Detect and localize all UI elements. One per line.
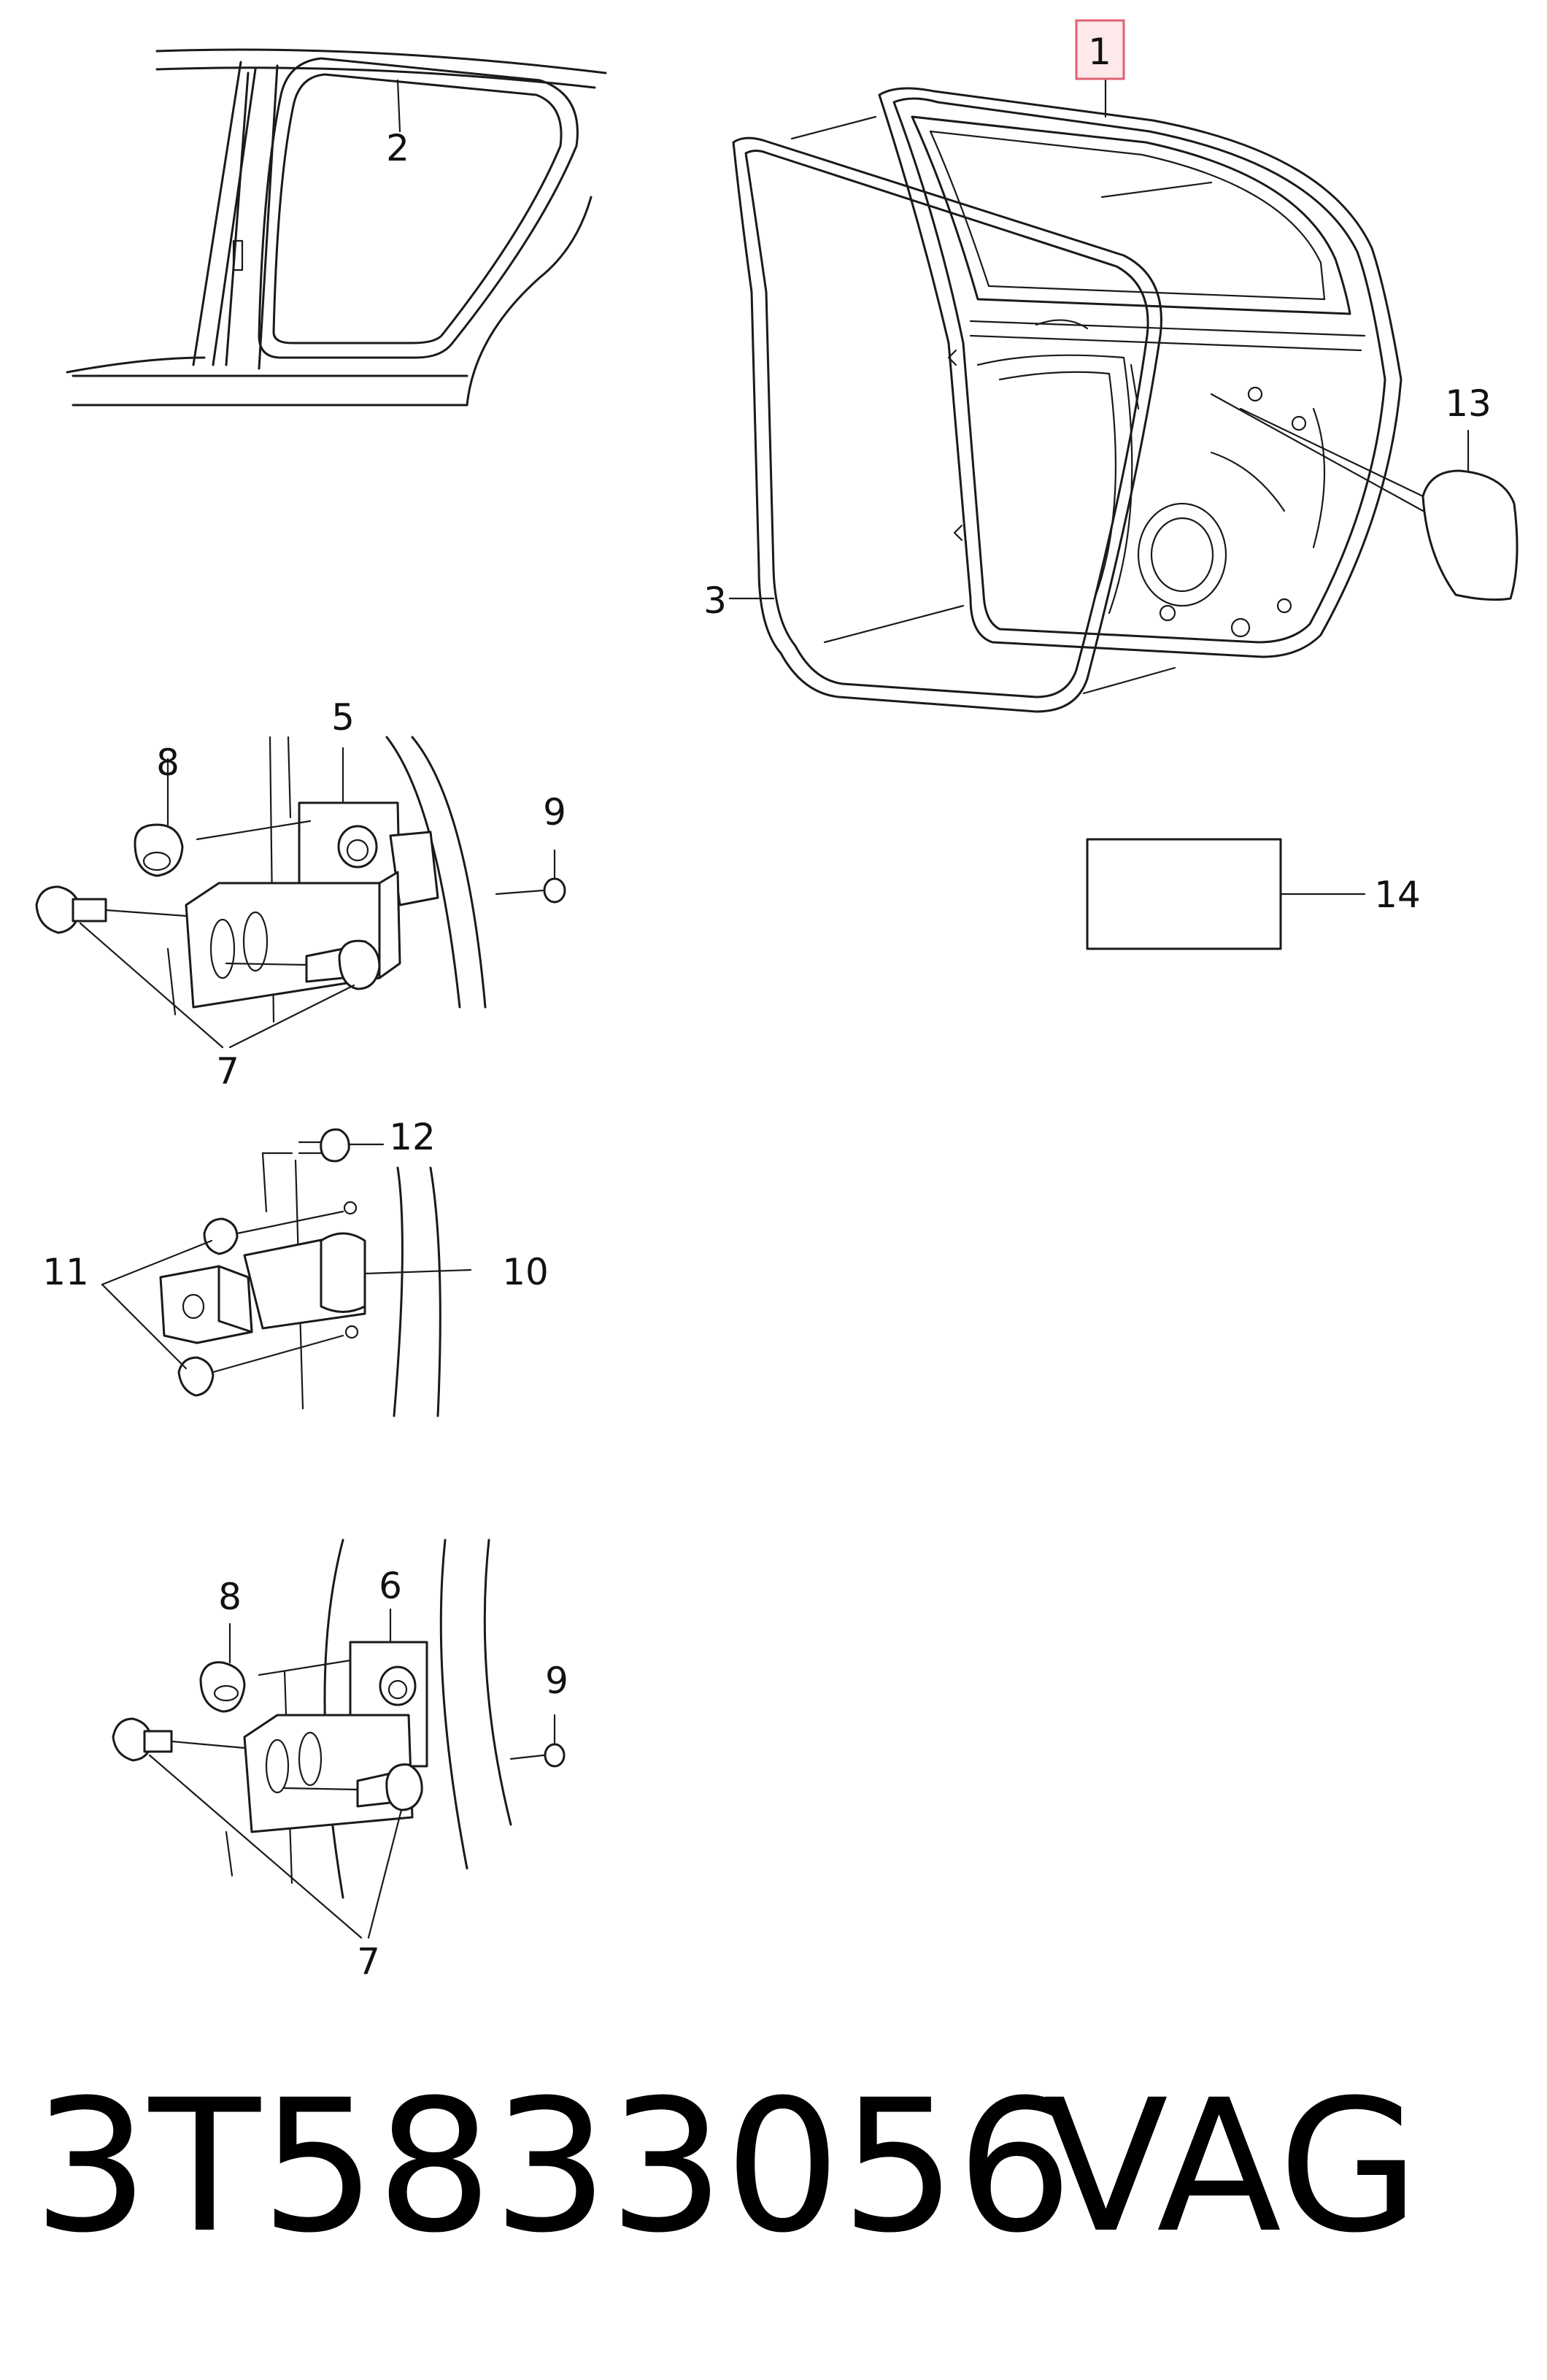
door-check-group [101, 1128, 472, 1417]
callout-6[interactable]: 6 [379, 1565, 402, 1607]
callout-9-upper[interactable]: 9 [543, 791, 566, 833]
callout-5[interactable]: 5 [331, 696, 355, 739]
callout-10[interactable]: 10 [502, 1251, 549, 1293]
lower-hinge-group [112, 1538, 566, 1939]
callout-11[interactable]: 11 [42, 1251, 89, 1293]
part-number: 3T5833056 [33, 2060, 1073, 2273]
callout-2[interactable]: 2 [386, 127, 409, 169]
callout-9-lower[interactable]: 9 [545, 1660, 568, 1702]
upper-hinge-group [35, 736, 566, 1049]
callout-1-highlight [1075, 19, 1125, 80]
callout-7-upper[interactable]: 7 [216, 1050, 239, 1093]
callout-13[interactable]: 13 [1445, 382, 1492, 425]
callout-8-upper[interactable]: 8 [156, 742, 180, 784]
callout-12[interactable]: 12 [389, 1116, 436, 1158]
callout-1[interactable]: 1 [1088, 31, 1111, 73]
callout-8-lower[interactable]: 8 [218, 1576, 242, 1618]
part-14-label-box [1086, 838, 1282, 950]
callout-7-lower[interactable]: 7 [357, 1941, 380, 1983]
door-seal-group [732, 87, 1519, 713]
callout-14[interactable]: 14 [1374, 874, 1421, 916]
body-frame-seal-group [66, 48, 607, 407]
brand-name: VAG [1043, 2060, 1419, 2273]
callout-3[interactable]: 3 [703, 579, 727, 622]
